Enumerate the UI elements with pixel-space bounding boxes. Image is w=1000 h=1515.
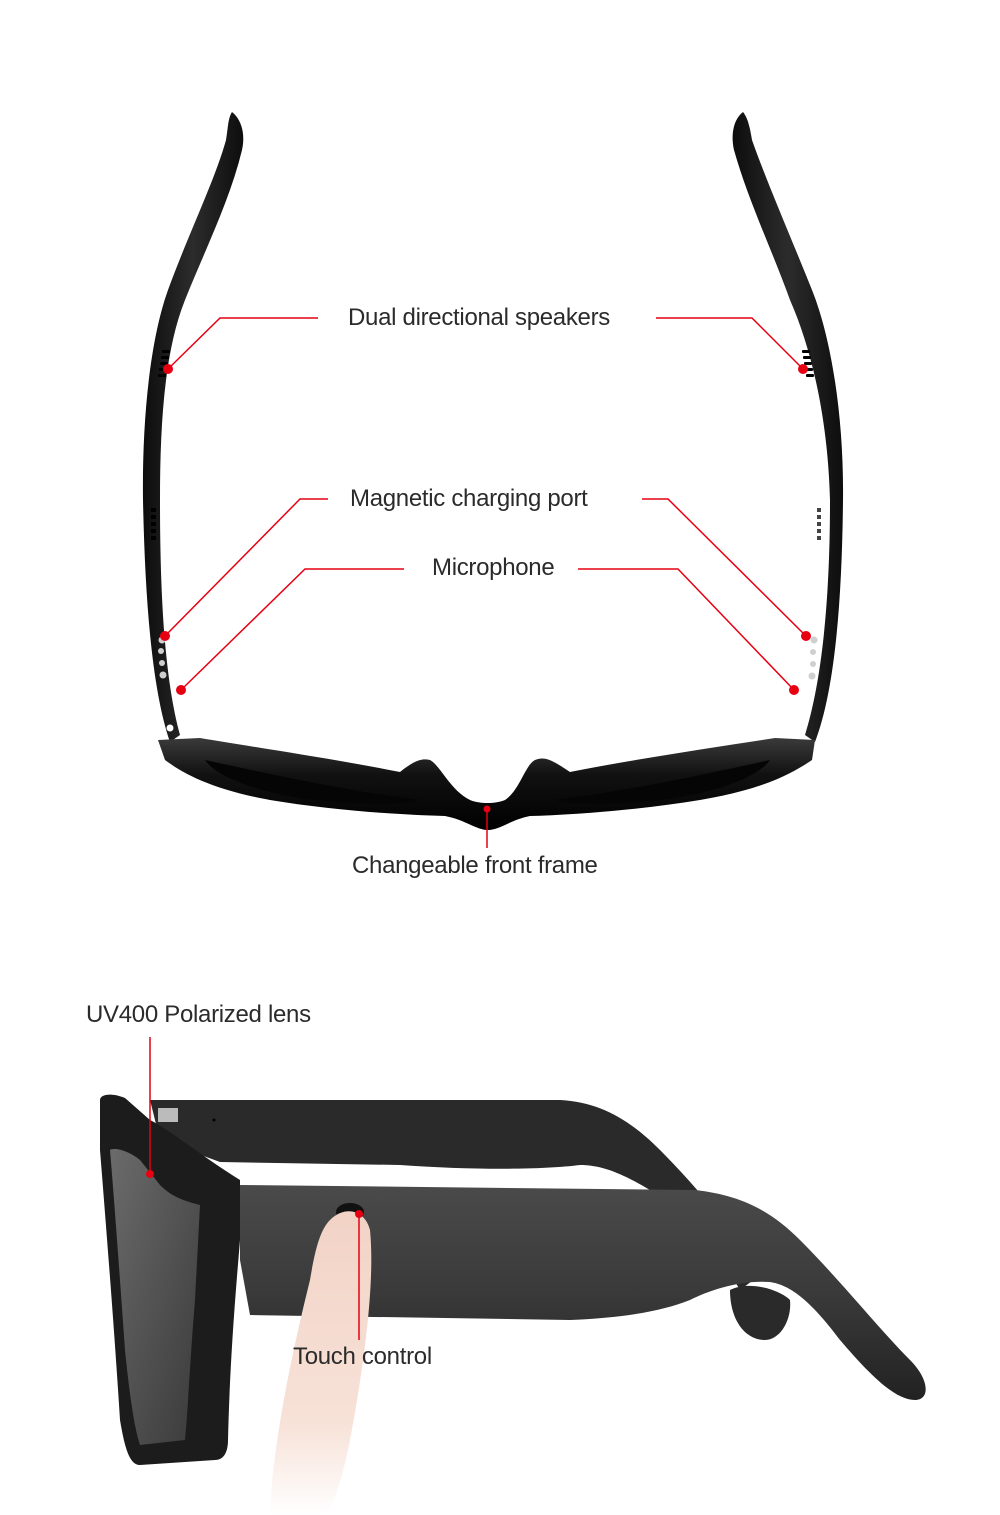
label-touch-control: Touch control bbox=[293, 1343, 432, 1370]
label-magnetic-charging-port: Magnetic charging port bbox=[350, 485, 588, 512]
label-uv400-polarized-lens: UV400 Polarized lens bbox=[86, 1001, 311, 1028]
front-frame bbox=[158, 738, 815, 830]
callout-dots bbox=[146, 364, 811, 1218]
label-changeable-front-frame: Changeable front frame bbox=[352, 852, 598, 879]
left-speaker-grill bbox=[158, 350, 170, 377]
label-microphone: Microphone bbox=[432, 554, 555, 581]
callout-lines bbox=[149, 317, 807, 1340]
right-vent bbox=[817, 508, 821, 540]
right-charging-pins bbox=[808, 636, 818, 680]
finger bbox=[270, 1211, 372, 1515]
far-temple bbox=[150, 1100, 760, 1290]
near-temple bbox=[240, 1185, 926, 1400]
left-vent bbox=[151, 508, 156, 540]
left-charging-pins bbox=[158, 636, 167, 679]
left-temple bbox=[142, 112, 244, 742]
lens bbox=[110, 1149, 200, 1445]
label-dual-directional-speakers: Dual directional speakers bbox=[348, 304, 610, 331]
right-temple bbox=[732, 112, 844, 742]
